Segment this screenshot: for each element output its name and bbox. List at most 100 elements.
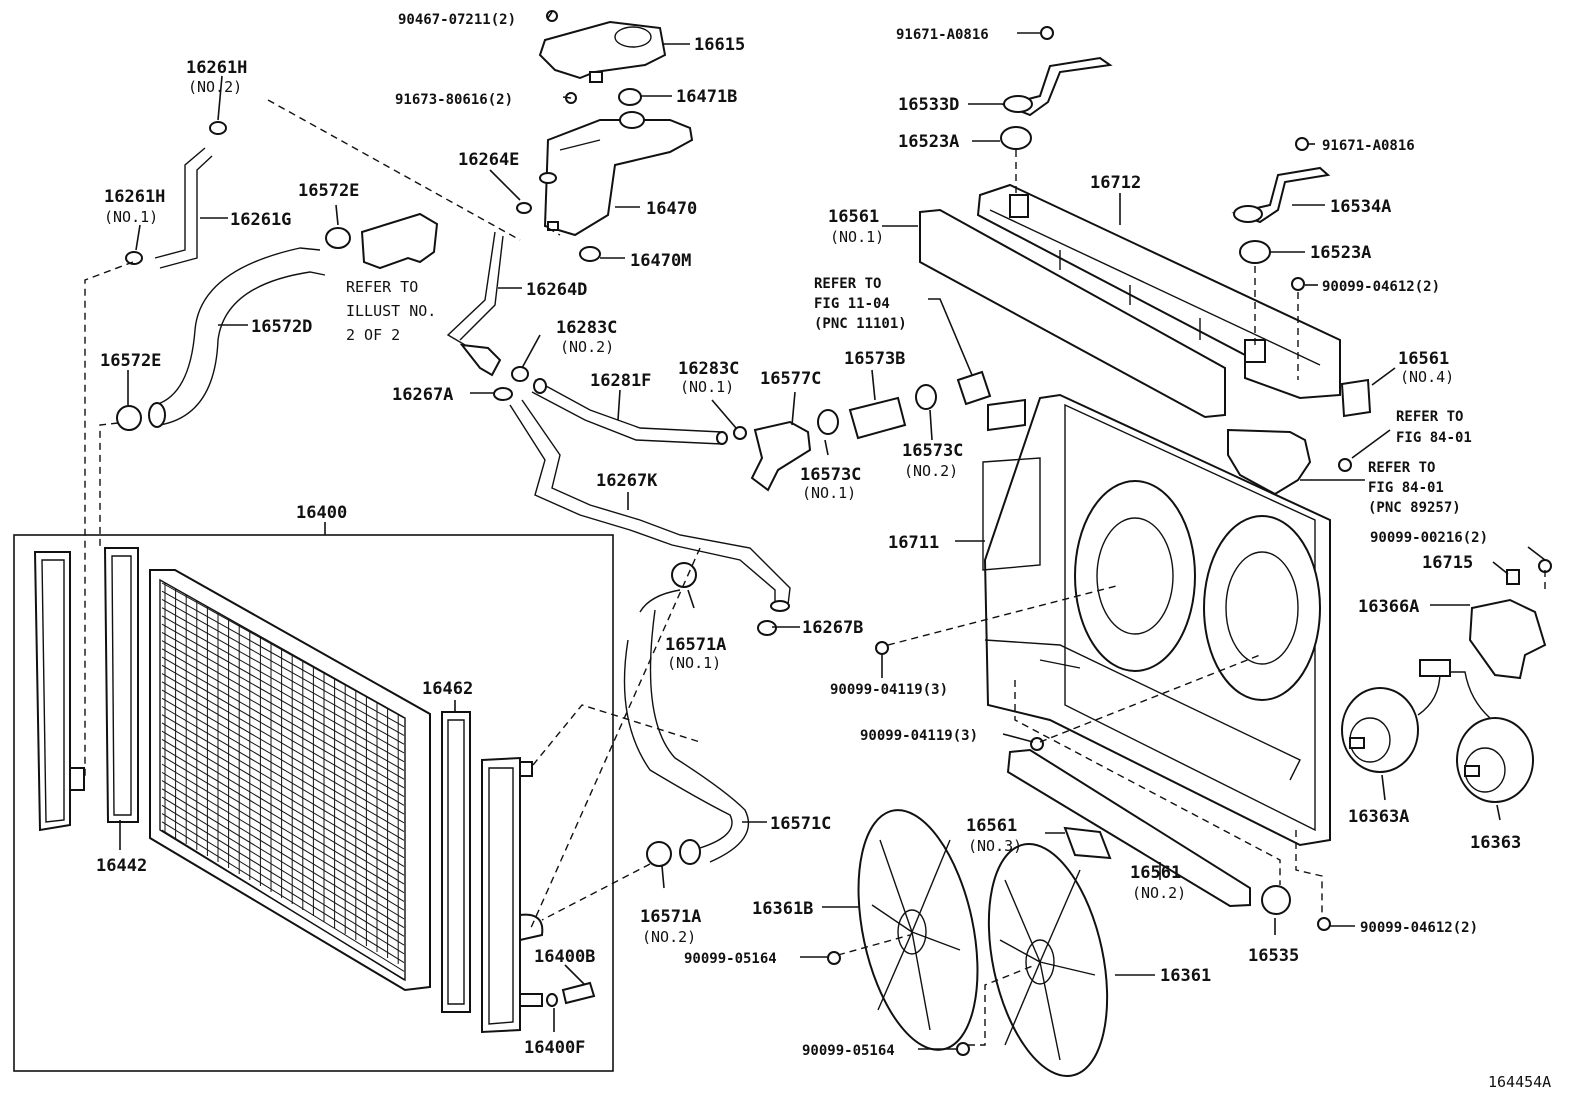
motor-16363A-part [1341, 659, 1451, 773]
part-label-91671b: 91671-A0816 [1322, 138, 1415, 154]
bolt-90467-icon [546, 10, 558, 22]
part-label-16523A2: 16523A [1310, 243, 1371, 263]
part-label-16561-4: 16561 [1398, 349, 1449, 369]
part-label-refer2a: REFER TO [814, 276, 881, 292]
seal-16561-no1-part [919, 208, 1226, 419]
part-label-16471B: 16471B [676, 87, 737, 107]
part-label-16572E2: 16572E [100, 351, 161, 371]
clamp-16571A-no2-part [646, 841, 672, 867]
part-label-16400F: 16400F [524, 1038, 585, 1058]
part-label-refer4b: FIG 84-01 [1368, 480, 1444, 496]
part-label-16361B: 16361B [752, 899, 813, 919]
part-label-refer2c: (PNC 11101) [814, 316, 907, 332]
hose-16573B-part [848, 396, 907, 440]
clamp-16573C-no2-part [915, 384, 937, 410]
part-label-16561-3n: (NO.3) [968, 837, 1022, 855]
part-label-90099-04119b: 90099-04119(3) [860, 728, 978, 744]
part-label-16561-4n: (NO.4) [1400, 368, 1454, 386]
part-label-16561-1n: (NO.1) [830, 228, 884, 246]
hose-16571C-part [623, 639, 733, 849]
hose-16572D-part [154, 247, 321, 406]
part-label-16711: 16711 [888, 533, 939, 553]
part-label-16363: 16363 [1470, 833, 1521, 853]
part-label-16261G: 16261G [230, 210, 291, 230]
part-label-16615: 16615 [694, 35, 745, 55]
radiator-support-part [976, 183, 1341, 400]
part-label-16366A: 16366A [1358, 597, 1419, 617]
bolt-91671-a-icon [1040, 26, 1054, 40]
part-label-refer2b: FIG 11-04 [814, 296, 890, 312]
clamp-16572E-1-part [325, 227, 351, 249]
part-label-16561-3: 16561 [966, 816, 1017, 836]
cushion-16523A-1-part [1000, 126, 1032, 150]
bolt-90099-04612-b-icon [1317, 917, 1331, 931]
bolt-90099-04612-a-icon [1291, 277, 1305, 291]
water-inlet-16577C-part [750, 420, 812, 492]
cap-16471B-part [618, 88, 642, 106]
radiator-core-part [149, 569, 431, 992]
part-label-16572D: 16572D [251, 317, 312, 337]
part-label-16462: 16462 [422, 679, 473, 699]
part-label-16573B: 16573B [844, 349, 905, 369]
nut-90099-05164-b-icon [956, 1042, 970, 1056]
part-label-refer3b: FIG 84-01 [1396, 430, 1472, 446]
part-label-16715: 16715 [1422, 553, 1473, 573]
pipe-11101-part [956, 370, 992, 406]
part-label-16561-2: 16561 [1130, 863, 1181, 883]
part-label-16261H2: 16261H [186, 58, 247, 78]
part-label-refer3a: REFER TO [1396, 409, 1463, 425]
clip-16264E-part [516, 202, 532, 214]
part-label-16283C2: 16283C [556, 318, 617, 338]
part-label-16535: 16535 [1248, 946, 1299, 966]
clamp-16261H-no2-part [209, 121, 227, 135]
gasket-16442-part [103, 547, 139, 823]
part-label-16264D: 16264D [526, 280, 587, 300]
seal-16561-no2-part [1006, 748, 1251, 908]
part-label-90467: 90467-07211(2) [398, 12, 516, 28]
part-label-91673: 91673-80616(2) [395, 92, 513, 108]
part-label-16361: 16361 [1160, 966, 1211, 986]
part-label-16261H1: 16261H [104, 187, 165, 207]
part-label-16571A2n: (NO.2) [642, 928, 696, 946]
part-label-16283C2n: (NO.2) [560, 338, 614, 356]
part-label-16400B: 16400B [534, 947, 595, 967]
relay-part [1227, 428, 1312, 496]
part-label-90099-05164b: 90099-05164 [802, 1043, 895, 1059]
part-label-16533D: 16533D [898, 95, 959, 115]
fan-16361-part [987, 843, 1109, 1077]
reservoir-tank-part [539, 111, 694, 237]
part-label-16523A1: 16523A [898, 132, 959, 152]
clamp-16267A-part [493, 387, 513, 401]
part-label-refer4c: (PNC 89257) [1368, 500, 1461, 516]
part-label-90099-04612b: 90099-04612(2) [1360, 920, 1478, 936]
cover-16366A-part [1468, 598, 1547, 680]
part-label-90099-05164a: 90099-05164 [684, 951, 777, 967]
clamp-16573C-no1-part [817, 409, 839, 435]
motor-16363-part [1450, 671, 1534, 803]
part-label-16470: 16470 [646, 199, 697, 219]
part-label-16470M: 16470M [630, 251, 691, 271]
part-label-90099-04612a: 90099-04612(2) [1322, 279, 1440, 295]
part-label-16363A: 16363A [1348, 807, 1409, 827]
left-tank-part [33, 551, 85, 832]
seal-16561-no4-part [1340, 378, 1372, 418]
clamp-16572E-2-part [116, 405, 142, 431]
clamp-16283C-no2-part [511, 366, 529, 382]
radiator-assembly-box [13, 534, 614, 1072]
part-label-refer1b: ILLUST NO. [346, 302, 436, 320]
part-label-refer1a: REFER TO [346, 278, 418, 296]
hose-16267K-part [509, 404, 776, 605]
part-label-16573C2: 16573C [902, 441, 963, 461]
part-label-16573C1: 16573C [800, 465, 861, 485]
reservoir-cover-part [538, 20, 667, 83]
radiator-assembly-label: 16400 [296, 503, 347, 523]
cushion-16535-part [1261, 885, 1291, 915]
part-label-16267B: 16267B [802, 618, 863, 638]
fan-shroud-part [982, 393, 1331, 847]
clamp-16283C-no1-part [733, 426, 747, 440]
bolt-90099-04119-b-icon [1030, 737, 1044, 751]
part-label-16573C2n: (NO.2) [904, 462, 958, 480]
part-label-refer4a: REFER TO [1368, 460, 1435, 476]
part-label-16573C1n: (NO.1) [802, 484, 856, 502]
